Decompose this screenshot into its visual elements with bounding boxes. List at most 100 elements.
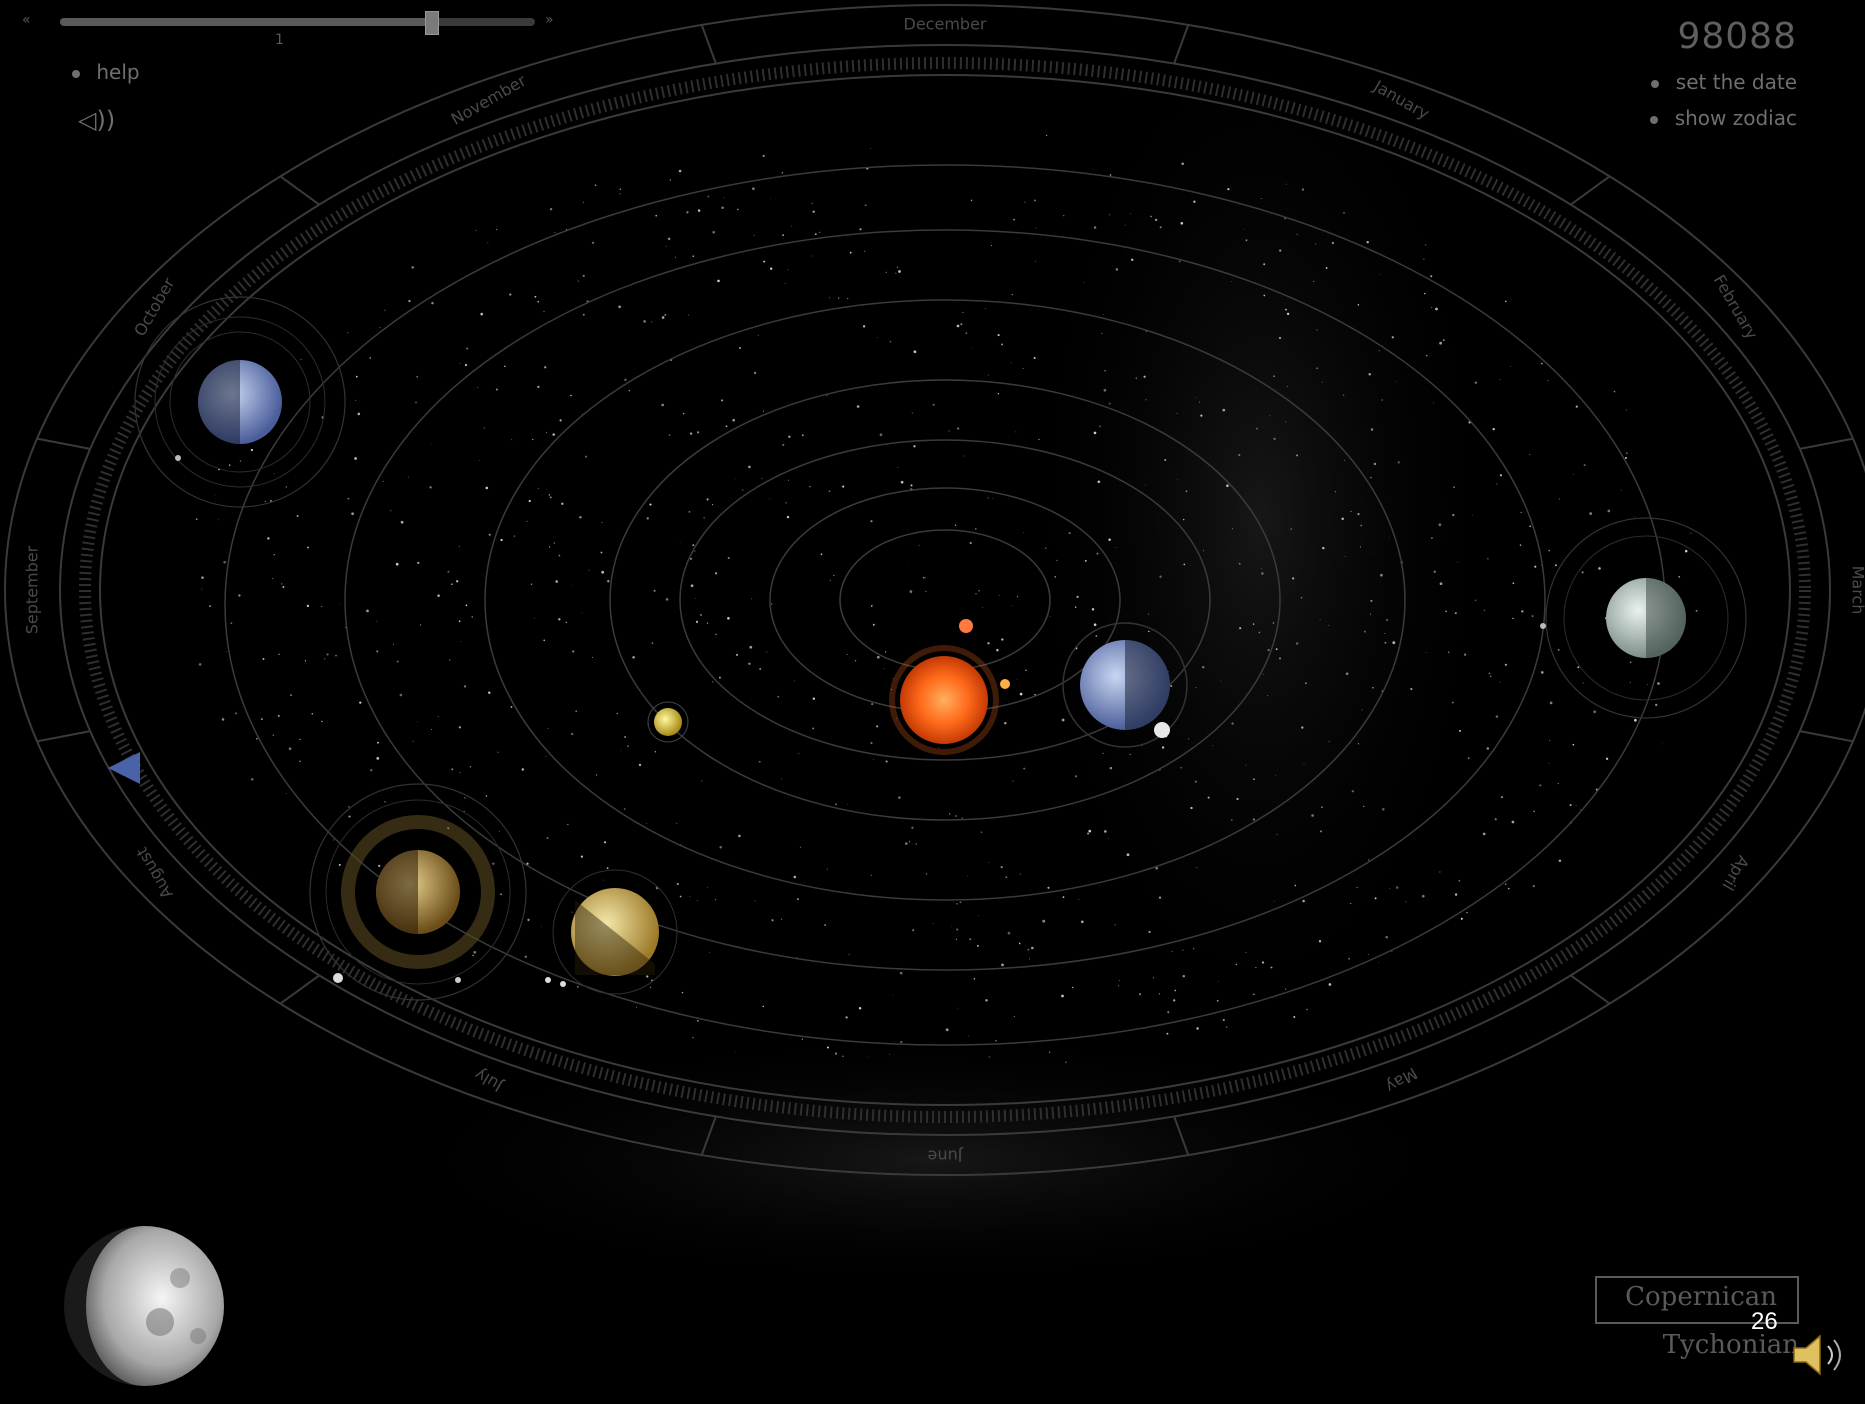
star: [1182, 974, 1186, 978]
star: [1174, 989, 1177, 992]
star: [870, 605, 873, 607]
slider-knob[interactable]: [424, 11, 439, 35]
star: [706, 498, 709, 501]
star: [876, 655, 880, 659]
star: [643, 320, 646, 323]
star: [679, 542, 681, 544]
star: [969, 541, 972, 545]
star: [913, 445, 916, 448]
star: [759, 668, 762, 670]
planet-earth[interactable]: [1062, 622, 1188, 748]
star: [646, 517, 649, 520]
star: [707, 887, 709, 888]
star: [1433, 402, 1435, 404]
star: [1042, 919, 1046, 923]
star: [1438, 523, 1442, 527]
star: [715, 899, 717, 901]
star: [771, 919, 774, 922]
planet-saturn[interactable]: [309, 783, 527, 1001]
star: [366, 609, 369, 613]
star: [1135, 377, 1137, 379]
star: [1091, 608, 1095, 611]
star: [664, 314, 667, 316]
star: [787, 269, 789, 271]
planet-jupiter[interactable]: [545, 869, 678, 995]
star: [1395, 886, 1399, 889]
star: [1328, 741, 1330, 743]
star: [1374, 897, 1377, 900]
triangle-pointer-icon[interactable]: [108, 752, 140, 784]
star: [290, 694, 292, 696]
star: [1263, 294, 1266, 297]
sound-toggle-icon[interactable]: ◁)): [78, 106, 116, 134]
star: [1107, 838, 1109, 840]
set-date-link[interactable]: set the date: [1651, 70, 1797, 94]
star: [595, 774, 598, 776]
star: [488, 691, 491, 694]
star: [955, 815, 957, 817]
slider-track[interactable]: [60, 11, 535, 35]
star: [846, 653, 848, 655]
star: [1101, 332, 1103, 334]
star: [909, 590, 913, 593]
star: [1145, 399, 1147, 401]
star: [689, 896, 691, 897]
star: [544, 366, 547, 369]
star: [281, 583, 283, 585]
star: [376, 650, 379, 653]
star: [510, 706, 513, 708]
star: [885, 651, 887, 653]
star: [250, 777, 254, 781]
bullet-icon: [1651, 79, 1660, 88]
star: [1367, 953, 1369, 955]
star: [1183, 518, 1185, 521]
star: [985, 308, 987, 309]
star: [1278, 657, 1282, 660]
star: [431, 301, 434, 305]
star: [1492, 427, 1495, 431]
star: [735, 653, 739, 656]
month-divider: [1570, 175, 1611, 206]
star: [1222, 408, 1226, 412]
star: [1235, 963, 1238, 966]
star: [1300, 597, 1303, 599]
planet-uranus[interactable]: [134, 296, 346, 508]
star: [1389, 888, 1391, 890]
star: [761, 478, 763, 479]
copernican-label[interactable]: Copernican: [1625, 1282, 1777, 1312]
star: [495, 388, 498, 391]
star: [1430, 275, 1433, 278]
star: [1159, 575, 1162, 578]
show-zodiac-link[interactable]: show zodiac: [1650, 106, 1797, 130]
star: [1171, 950, 1173, 953]
tychonian-label[interactable]: Tychonian: [1662, 1330, 1799, 1360]
sun[interactable]: [889, 645, 999, 755]
help-link[interactable]: help: [72, 60, 140, 84]
star: [1016, 678, 1018, 680]
star: [335, 654, 337, 657]
star: [909, 841, 911, 843]
star: [585, 455, 588, 458]
star: [847, 297, 849, 300]
month-divider: [36, 437, 91, 450]
star: [649, 986, 652, 989]
speaker-icon[interactable]: [1790, 1328, 1852, 1382]
month-label: February: [1710, 272, 1762, 343]
star: [1231, 528, 1233, 530]
planet-venus[interactable]: [647, 701, 689, 743]
planet-neptune[interactable]: [1540, 517, 1747, 719]
star: [1049, 1051, 1051, 1053]
star: [1038, 438, 1040, 441]
star: [910, 484, 913, 487]
star: [1148, 630, 1150, 633]
star: [1558, 859, 1562, 862]
planet-small-orange[interactable]: [1000, 679, 1010, 689]
star: [1045, 134, 1048, 137]
copernican-button[interactable]: [1595, 1276, 1799, 1324]
star: [646, 822, 647, 824]
planet-mercury[interactable]: [959, 619, 973, 633]
star: [619, 193, 621, 195]
star: [1087, 832, 1090, 835]
month-divider: [279, 175, 320, 206]
